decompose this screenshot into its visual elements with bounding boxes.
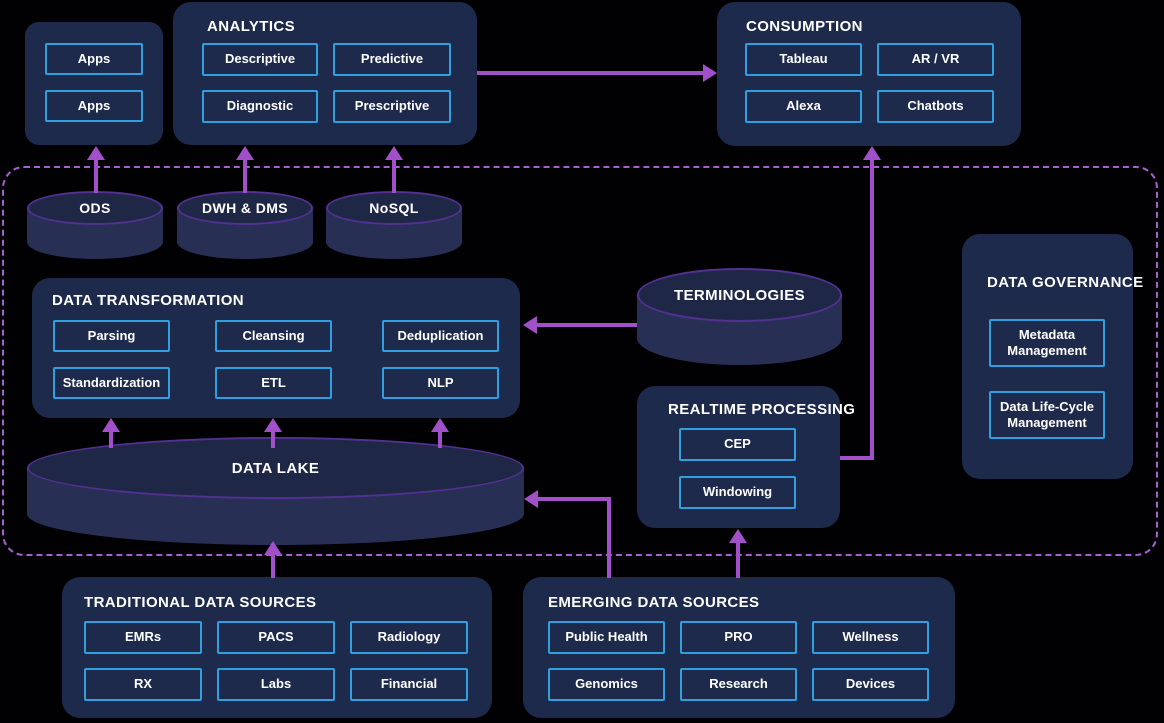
chip-pacs: PACS bbox=[217, 621, 335, 654]
arrow-emerging-to-realtime-shaft bbox=[736, 543, 740, 578]
cylinder-bottom bbox=[326, 225, 462, 259]
chip-emrs: EMRs bbox=[84, 621, 202, 654]
arrow-terminologies-to-transformation-shaft bbox=[536, 323, 637, 327]
arrow-lake-to-transformation-shaft-3 bbox=[438, 430, 442, 448]
chip-cep: CEP bbox=[679, 428, 796, 461]
analytics-title: ANALYTICS bbox=[207, 18, 296, 35]
consumption-title: CONSUMPTION bbox=[746, 18, 863, 35]
chip-data-lifecycle-management: Data Life-Cycle Management bbox=[989, 391, 1105, 439]
analytics-panel: ANALYTICS Descriptive Predictive Diagnos… bbox=[173, 2, 477, 145]
cylinder-bottom bbox=[177, 225, 313, 259]
arrow-realtime-to-consumption-head bbox=[863, 146, 881, 160]
nosql-label: NoSQL bbox=[369, 200, 419, 216]
arrow-emerging-to-lake-vertical bbox=[607, 497, 611, 578]
cylinder-data-lake: DATA LAKE bbox=[27, 437, 524, 545]
chip-public-health: Public Health bbox=[548, 621, 665, 654]
chip-apps-2: Apps bbox=[45, 90, 143, 122]
cylinder-nosql: NoSQL bbox=[326, 191, 462, 259]
chip-windowing: Windowing bbox=[679, 476, 796, 509]
chip-nlp: NLP bbox=[382, 367, 499, 399]
data-governance-title: DATA GOVERNANCE bbox=[987, 274, 1144, 291]
cylinder-top: NoSQL bbox=[326, 191, 462, 225]
arrow-traditional-to-lake-shaft bbox=[271, 554, 275, 578]
chip-metadata-management: Metadata Management bbox=[989, 319, 1105, 367]
chip-prescriptive: Prescriptive bbox=[333, 90, 451, 123]
data-transformation-panel: DATA TRANSFORMATION Parsing Cleansing De… bbox=[32, 278, 520, 418]
cylinder-terminologies: TERMINOLOGIES bbox=[637, 268, 842, 365]
traditional-sources-title: TRADITIONAL DATA SOURCES bbox=[84, 594, 317, 611]
ods-label: ODS bbox=[79, 200, 111, 216]
arrow-terminologies-to-transformation-head bbox=[523, 316, 537, 334]
arrow-nosql-to-analytics-shaft bbox=[392, 158, 396, 193]
chip-parsing: Parsing bbox=[53, 320, 170, 352]
arrow-lake-to-transformation-shaft-2 bbox=[271, 430, 275, 448]
arrow-realtime-to-consumption-horizontal bbox=[840, 456, 874, 460]
chip-rx: RX bbox=[84, 668, 202, 701]
chip-chatbots: Chatbots bbox=[877, 90, 994, 123]
apps-panel: Apps Apps bbox=[25, 22, 163, 145]
arrow-ods-to-apps-head bbox=[87, 146, 105, 160]
arrow-lake-to-transformation-head-3 bbox=[431, 418, 449, 432]
chip-devices: Devices bbox=[812, 668, 929, 701]
arrow-ods-to-apps-shaft bbox=[94, 158, 98, 193]
arrow-emerging-to-realtime-head bbox=[729, 529, 747, 543]
cylinder-bottom bbox=[27, 225, 163, 259]
arrow-emerging-to-lake-head bbox=[524, 490, 538, 508]
terminologies-label: TERMINOLOGIES bbox=[673, 286, 806, 304]
chip-alexa: Alexa bbox=[745, 90, 862, 123]
cylinder-ods: ODS bbox=[27, 191, 163, 259]
chip-tableau: Tableau bbox=[745, 43, 862, 76]
data-lake-label: DATA LAKE bbox=[231, 459, 320, 477]
cylinder-top: DATA LAKE bbox=[27, 437, 524, 499]
chip-ar-vr: AR / VR bbox=[877, 43, 994, 76]
chip-cleansing: Cleansing bbox=[215, 320, 332, 352]
chip-etl: ETL bbox=[215, 367, 332, 399]
arrow-dwh-to-analytics-head bbox=[236, 146, 254, 160]
arrow-dwh-to-analytics-shaft bbox=[243, 158, 247, 193]
chip-standardization: Standardization bbox=[53, 367, 170, 399]
chip-pro: PRO bbox=[680, 621, 797, 654]
data-governance-panel: DATA GOVERNANCE Metadata Management Data… bbox=[962, 234, 1143, 479]
arrow-emerging-to-lake-horizontal bbox=[537, 497, 611, 501]
chip-wellness: Wellness bbox=[812, 621, 929, 654]
chip-labs: Labs bbox=[217, 668, 335, 701]
cylinder-dwh-dms: DWH & DMS bbox=[177, 191, 313, 259]
chip-apps-1: Apps bbox=[45, 43, 143, 75]
cylinder-top: DWH & DMS bbox=[177, 191, 313, 225]
consumption-panel: CONSUMPTION Tableau AR / VR Alexa Chatbo… bbox=[717, 2, 1021, 146]
arrow-traditional-to-lake-head bbox=[264, 541, 282, 555]
chip-financial: Financial bbox=[350, 668, 468, 701]
emerging-sources-title: EMERGING DATA SOURCES bbox=[548, 594, 760, 611]
chip-predictive: Predictive bbox=[333, 43, 451, 76]
chip-descriptive: Descriptive bbox=[202, 43, 318, 76]
arrow-lake-to-transformation-head-1 bbox=[102, 418, 120, 432]
chip-research: Research bbox=[680, 668, 797, 701]
realtime-processing-panel: REALTIME PROCESSING CEP Windowing bbox=[637, 386, 855, 528]
arrow-nosql-to-analytics-head bbox=[385, 146, 403, 160]
dashed-boundary-region bbox=[2, 166, 1158, 556]
emerging-sources-panel: EMERGING DATA SOURCES Public Health PRO … bbox=[523, 577, 955, 718]
chip-deduplication: Deduplication bbox=[382, 320, 499, 352]
arrow-lake-to-transformation-head-2 bbox=[264, 418, 282, 432]
chip-genomics: Genomics bbox=[548, 668, 665, 701]
arrow-analytics-to-consumption-head bbox=[703, 64, 717, 82]
traditional-sources-panel: TRADITIONAL DATA SOURCES EMRs PACS Radio… bbox=[62, 577, 492, 718]
cylinder-top: ODS bbox=[27, 191, 163, 225]
realtime-processing-title: REALTIME PROCESSING bbox=[668, 401, 856, 418]
arrow-lake-to-transformation-shaft-1 bbox=[109, 430, 113, 448]
arrow-analytics-to-consumption-shaft bbox=[477, 71, 705, 75]
dwh-dms-label: DWH & DMS bbox=[201, 200, 289, 216]
chip-radiology: Radiology bbox=[350, 621, 468, 654]
cylinder-top: TERMINOLOGIES bbox=[637, 268, 842, 322]
arrow-realtime-to-consumption-vertical bbox=[870, 157, 874, 460]
chip-diagnostic: Diagnostic bbox=[202, 90, 318, 123]
data-transformation-title: DATA TRANSFORMATION bbox=[52, 292, 245, 309]
